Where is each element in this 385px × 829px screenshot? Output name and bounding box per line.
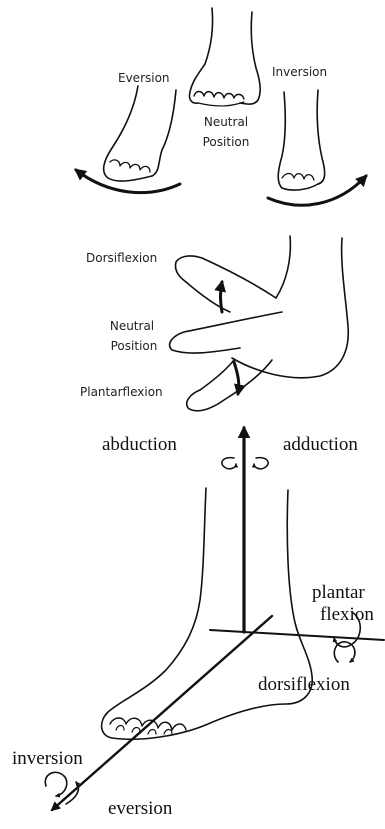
- three-axis-panel: abduction adduction plantar flexion dors…: [12, 428, 384, 819]
- neutral-foot-side-drawing: [170, 312, 282, 353]
- eversion-label: Eversion: [118, 71, 170, 85]
- inverted-foot-drawing: [278, 90, 324, 190]
- adduction-rotation-icon: [254, 458, 268, 469]
- dorsiflexion-axis-label: dorsiflexion: [258, 674, 350, 695]
- plantar-flexion-label-line1: plantar: [312, 582, 365, 603]
- everted-foot-drawing: [104, 86, 176, 181]
- dorsiflexed-foot-drawing: [175, 256, 276, 312]
- sagittal-neutral-label-line1: Neutral: [110, 319, 154, 333]
- plantarflexion-label: Plantarflexion: [80, 385, 163, 399]
- abduction-label: abduction: [102, 434, 177, 455]
- frontal-neutral-label-line2: Position: [203, 135, 250, 149]
- sagittal-plane-panel: Dorsiflexion Neutral Position Plantarfle…: [80, 236, 348, 411]
- inversion-arrow: [268, 176, 366, 205]
- inversion-rotation-icon: [45, 772, 67, 796]
- neutral-foot-front-drawing: [189, 8, 260, 106]
- dorsiflexion-arrow: [221, 282, 223, 312]
- adduction-label: adduction: [283, 434, 358, 455]
- sagittal-neutral-label-line2: Position: [111, 339, 158, 353]
- dorsiflexion-label: Dorsiflexion: [86, 251, 157, 265]
- eversion-axis-label: eversion: [108, 798, 173, 819]
- abduction-rotation-icon: [222, 458, 236, 469]
- foot-3d-drawing: [102, 488, 313, 739]
- inversion-label: Inversion: [272, 65, 327, 79]
- plantar-flexion-label-line2: flexion: [320, 604, 374, 625]
- plantarflexion-arrow: [234, 362, 239, 394]
- plantarflexed-foot-drawing: [187, 360, 272, 411]
- frontal-neutral-label-line1: Neutral: [204, 115, 248, 129]
- inversion-axis-label: inversion: [12, 748, 83, 769]
- frontal-plane-panel: Eversion Neutral Position Inversion: [76, 8, 366, 205]
